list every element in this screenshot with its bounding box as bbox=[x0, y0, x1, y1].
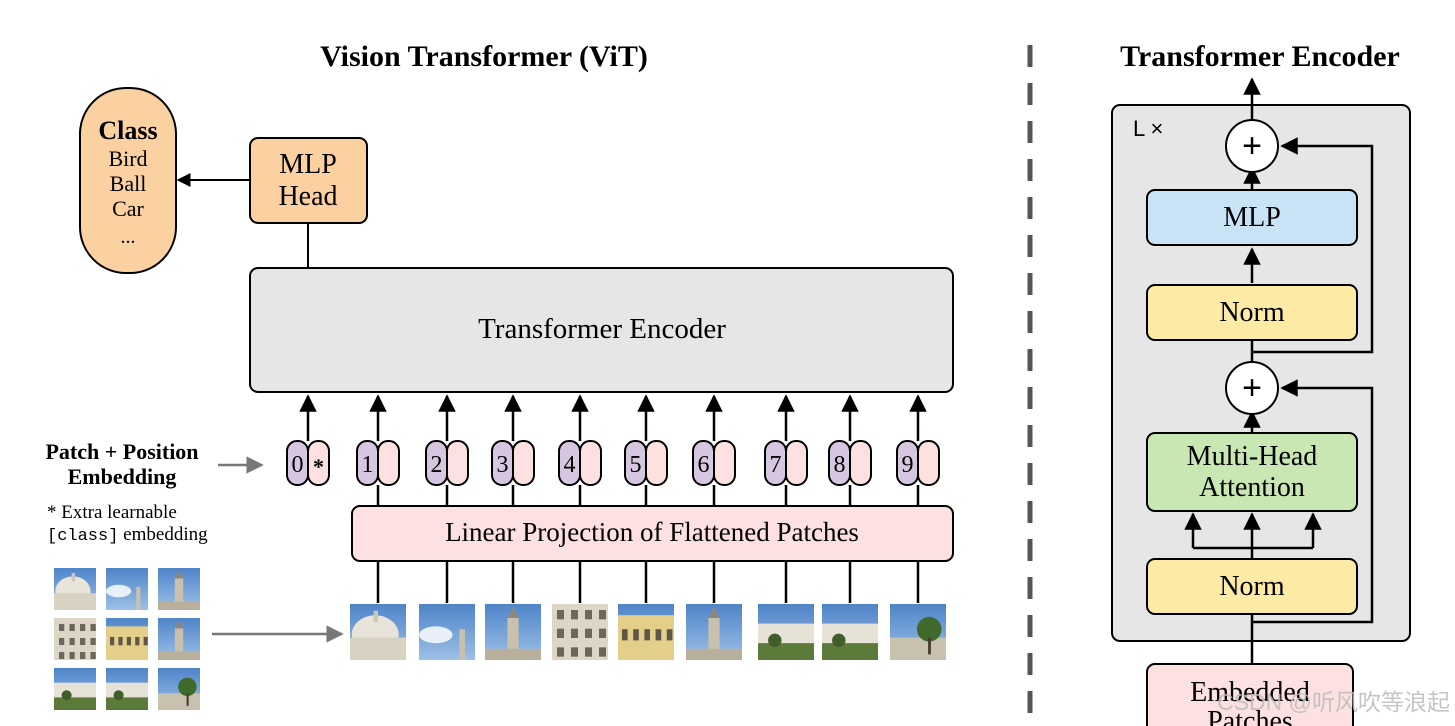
extra-note-line2: [class] embedding bbox=[47, 524, 208, 546]
position-index-8: 8 bbox=[834, 452, 846, 478]
position-index-7: 7 bbox=[770, 452, 782, 478]
linear-projection-box: Linear Projection of Flattened Patches bbox=[351, 505, 954, 562]
patch-image-3 bbox=[485, 604, 541, 660]
encoder-detail-title: Transformer Encoder bbox=[1120, 40, 1400, 73]
extra-note-rest: embedding bbox=[118, 524, 208, 545]
token-9: 9 bbox=[896, 394, 940, 603]
patch-embedding-2 bbox=[446, 440, 469, 486]
patch-image-1 bbox=[350, 604, 406, 660]
input-grid-cell-2 bbox=[106, 568, 148, 610]
extra-note-line1: * Extra learnable bbox=[47, 502, 177, 523]
class-item-ellipsis: ... bbox=[121, 226, 136, 248]
position-index-1: 1 bbox=[362, 452, 374, 478]
attention-line1: Multi-Head bbox=[1187, 441, 1318, 472]
patch-embedding-6 bbox=[713, 440, 736, 486]
extra-note-code: [class] bbox=[47, 527, 118, 546]
patch-embedding-4 bbox=[579, 440, 602, 486]
token-1: 1 bbox=[356, 394, 400, 603]
class-item-ball: Ball bbox=[110, 171, 147, 196]
repeat-label: L × bbox=[1133, 116, 1163, 141]
position-index-0: 0 bbox=[292, 452, 304, 478]
add-node-top-symbol: + bbox=[1242, 127, 1262, 165]
embedding-label-line1: Patch + Position bbox=[45, 439, 198, 464]
patch-image-5 bbox=[618, 604, 674, 660]
patch-embedding-1 bbox=[377, 440, 400, 486]
token-6: 6 bbox=[692, 394, 736, 603]
input-grid-cell-3 bbox=[158, 568, 200, 610]
token-2: 2 bbox=[425, 394, 469, 603]
patch-embedding-7 bbox=[785, 440, 808, 486]
norm-block-top-label: Norm bbox=[1219, 297, 1285, 328]
class-box: Class Bird Ball Car ... bbox=[79, 87, 177, 274]
patch-embedding-9 bbox=[917, 440, 940, 486]
attention-block: Multi-Head Attention bbox=[1146, 432, 1358, 512]
mlp-head-box: MLP Head bbox=[249, 137, 368, 224]
add-node-bottom: + bbox=[1225, 361, 1279, 415]
class-token-marker: * bbox=[313, 454, 324, 479]
input-image-grid bbox=[54, 568, 200, 710]
token-4: 4 bbox=[558, 394, 602, 603]
patch-image-2 bbox=[419, 604, 475, 660]
patch-image-6 bbox=[686, 604, 742, 660]
embedded-patches-line1: Embedded bbox=[1190, 677, 1310, 708]
token-8: 8 bbox=[828, 394, 872, 603]
patch-image-4 bbox=[552, 604, 608, 660]
input-grid-cell-4 bbox=[54, 618, 96, 660]
input-grid-cell-8 bbox=[106, 668, 148, 710]
patch-row bbox=[350, 604, 946, 660]
vit-title: Vision Transformer (ViT) bbox=[320, 40, 648, 73]
patch-embedding-8 bbox=[849, 440, 872, 486]
position-index-3: 3 bbox=[497, 452, 509, 478]
mlp-block: MLP bbox=[1146, 189, 1358, 246]
attention-line2: Attention bbox=[1199, 472, 1305, 503]
position-index-6: 6 bbox=[698, 452, 710, 478]
position-index-5: 5 bbox=[630, 452, 642, 478]
position-index-9: 9 bbox=[902, 452, 914, 478]
class-title: Class bbox=[98, 116, 157, 145]
patch-image-9 bbox=[890, 604, 946, 660]
watermark: CSDN @听风吹等浪起 bbox=[1217, 689, 1450, 715]
token-5: 5 bbox=[624, 394, 668, 603]
class-item-bird: Bird bbox=[108, 146, 147, 171]
patch-image-8 bbox=[822, 604, 878, 660]
transformer-encoder-label: Transformer Encoder bbox=[478, 313, 726, 345]
transformer-encoder-box: Transformer Encoder bbox=[249, 267, 954, 393]
mlp-block-label: MLP bbox=[1223, 202, 1281, 233]
position-index-4: 4 bbox=[564, 452, 576, 478]
linear-projection-label: Linear Projection of Flattened Patches bbox=[445, 517, 859, 547]
token-3: 3 bbox=[491, 394, 535, 603]
add-node-bottom-symbol: + bbox=[1242, 369, 1262, 407]
embedded-patches-block: Embedded Patches bbox=[1146, 663, 1354, 726]
residual-path-1 bbox=[1252, 379, 1374, 624]
input-grid-cell-7 bbox=[54, 668, 96, 710]
norm-block-bottom-label: Norm bbox=[1219, 571, 1285, 602]
input-grid-cell-5 bbox=[106, 618, 148, 660]
patch-image-7 bbox=[758, 604, 814, 660]
patch-embedding-5 bbox=[645, 440, 668, 486]
residual-path-2 bbox=[1252, 137, 1374, 354]
patch-embedding-3 bbox=[512, 440, 535, 486]
mlp-head-line2: Head bbox=[278, 181, 337, 212]
mlp-head-line1: MLP bbox=[279, 149, 337, 180]
token-0: 0* bbox=[286, 394, 330, 486]
token-7: 7 bbox=[764, 394, 808, 603]
embedding-label-line2: Embedding bbox=[68, 464, 177, 489]
patch-embedding-0 bbox=[307, 440, 330, 486]
norm-block-bottom: Norm bbox=[1146, 558, 1358, 615]
add-node-top: + bbox=[1225, 119, 1279, 173]
position-index-2: 2 bbox=[431, 452, 443, 478]
input-grid-cell-9 bbox=[158, 668, 200, 710]
input-grid-cell-6 bbox=[158, 618, 200, 660]
class-item-car: Car bbox=[112, 196, 144, 221]
input-grid-cell-1 bbox=[54, 568, 96, 610]
embedded-patches-line2: Patches bbox=[1207, 706, 1293, 726]
norm-block-top: Norm bbox=[1146, 284, 1358, 341]
